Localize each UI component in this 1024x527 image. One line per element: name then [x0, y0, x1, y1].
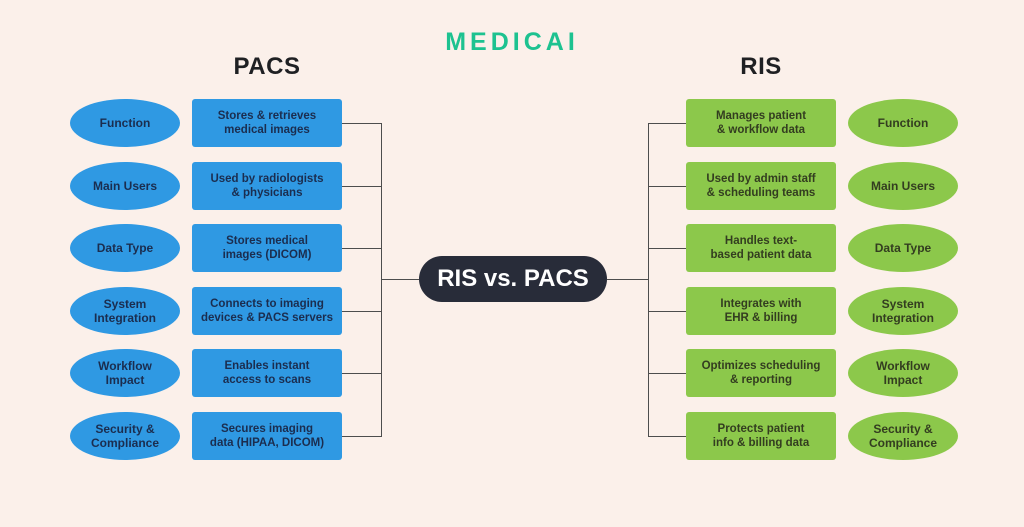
- medicai-logo: MEDICAI: [445, 28, 579, 56]
- pacs-category-oval: Function: [70, 99, 180, 147]
- pacs-category-label: Main Users: [92, 179, 158, 193]
- pacs-category-label: Workflow Impact: [98, 359, 152, 387]
- pacs-category-label: System Integration: [94, 297, 156, 325]
- pacs-detail-label: Stores & retrieves medical images: [217, 110, 317, 136]
- ris-detail-label: Optimizes scheduling & reporting: [701, 360, 821, 386]
- connector-line: [607, 279, 649, 280]
- pacs-detail-box: Enables instant access to scans: [192, 349, 342, 397]
- pacs-category-oval: Data Type: [70, 224, 180, 272]
- ris-detail-box: Optimizes scheduling & reporting: [686, 349, 836, 397]
- pacs-detail-label: Used by radiologists & physicians: [210, 173, 324, 199]
- pacs-category-label: Security & Compliance: [90, 422, 159, 450]
- connector-line: [381, 279, 419, 280]
- connector-spine-left: [381, 123, 382, 437]
- ris-category-oval: Main Users: [848, 162, 958, 210]
- ris-category-label: Main Users: [870, 179, 936, 193]
- ris-category-oval: System Integration: [848, 287, 958, 335]
- pacs-detail-box: Stores medical images (DICOM): [192, 224, 342, 272]
- ris-detail-box: Integrates with EHR & billing: [686, 287, 836, 335]
- pacs-detail-label: Secures imaging data (HIPAA, DICOM): [209, 423, 325, 449]
- pacs-category-oval: System Integration: [70, 287, 180, 335]
- ris-detail-box: Protects patient info & billing data: [686, 412, 836, 460]
- ris-category-oval: Workflow Impact: [848, 349, 958, 397]
- connector-line: [648, 248, 686, 249]
- connector-line: [648, 436, 686, 437]
- connector-line: [342, 123, 382, 124]
- connector-line: [342, 436, 382, 437]
- ris-detail-label: Used by admin staff & scheduling teams: [706, 173, 816, 199]
- connector-line: [342, 311, 382, 312]
- connector-line: [342, 248, 382, 249]
- connector-line: [648, 373, 686, 374]
- pacs-category-label: Data Type: [96, 241, 154, 255]
- center-node: RIS vs. PACS: [419, 256, 607, 302]
- ris-category-label: System Integration: [872, 297, 934, 325]
- pacs-category-oval: Workflow Impact: [70, 349, 180, 397]
- ris-category-oval: Security & Compliance: [848, 412, 958, 460]
- connector-line: [648, 123, 686, 124]
- pacs-detail-label: Enables instant access to scans: [222, 360, 312, 386]
- connector-line: [342, 186, 382, 187]
- connector-line: [648, 186, 686, 187]
- pacs-detail-box: Used by radiologists & physicians: [192, 162, 342, 210]
- connector-spine-right: [648, 123, 649, 437]
- pacs-detail-box: Connects to imaging devices & PACS serve…: [192, 287, 342, 335]
- pacs-detail-box: Stores & retrieves medical images: [192, 99, 342, 147]
- pacs-detail-label: Connects to imaging devices & PACS serve…: [200, 298, 334, 324]
- ris-detail-box: Manages patient & workflow data: [686, 99, 836, 147]
- ris-category-oval: Function: [848, 99, 958, 147]
- ris-detail-label: Integrates with EHR & billing: [720, 298, 802, 324]
- ris-detail-label: Handles text- based patient data: [710, 235, 812, 261]
- ris-category-oval: Data Type: [848, 224, 958, 272]
- ris-detail-label: Protects patient info & billing data: [712, 423, 810, 449]
- connector-line: [342, 373, 382, 374]
- ris-detail-box: Handles text- based patient data: [686, 224, 836, 272]
- ris-category-label: Security & Compliance: [868, 422, 937, 450]
- pacs-column-title: PACS: [233, 53, 301, 80]
- pacs-detail-label: Stores medical images (DICOM): [222, 235, 312, 261]
- pacs-category-oval: Main Users: [70, 162, 180, 210]
- ris-column-title: RIS: [740, 53, 782, 80]
- pacs-detail-box: Secures imaging data (HIPAA, DICOM): [192, 412, 342, 460]
- ris-detail-box: Used by admin staff & scheduling teams: [686, 162, 836, 210]
- center-node-label: RIS vs. PACS: [437, 265, 589, 292]
- ris-category-label: Function: [877, 116, 929, 130]
- ris-category-label: Data Type: [874, 241, 932, 255]
- connector-line: [648, 311, 686, 312]
- pacs-category-label: Function: [99, 116, 151, 130]
- ris-category-label: Workflow Impact: [876, 359, 930, 387]
- pacs-category-oval: Security & Compliance: [70, 412, 180, 460]
- ris-detail-label: Manages patient & workflow data: [715, 110, 807, 136]
